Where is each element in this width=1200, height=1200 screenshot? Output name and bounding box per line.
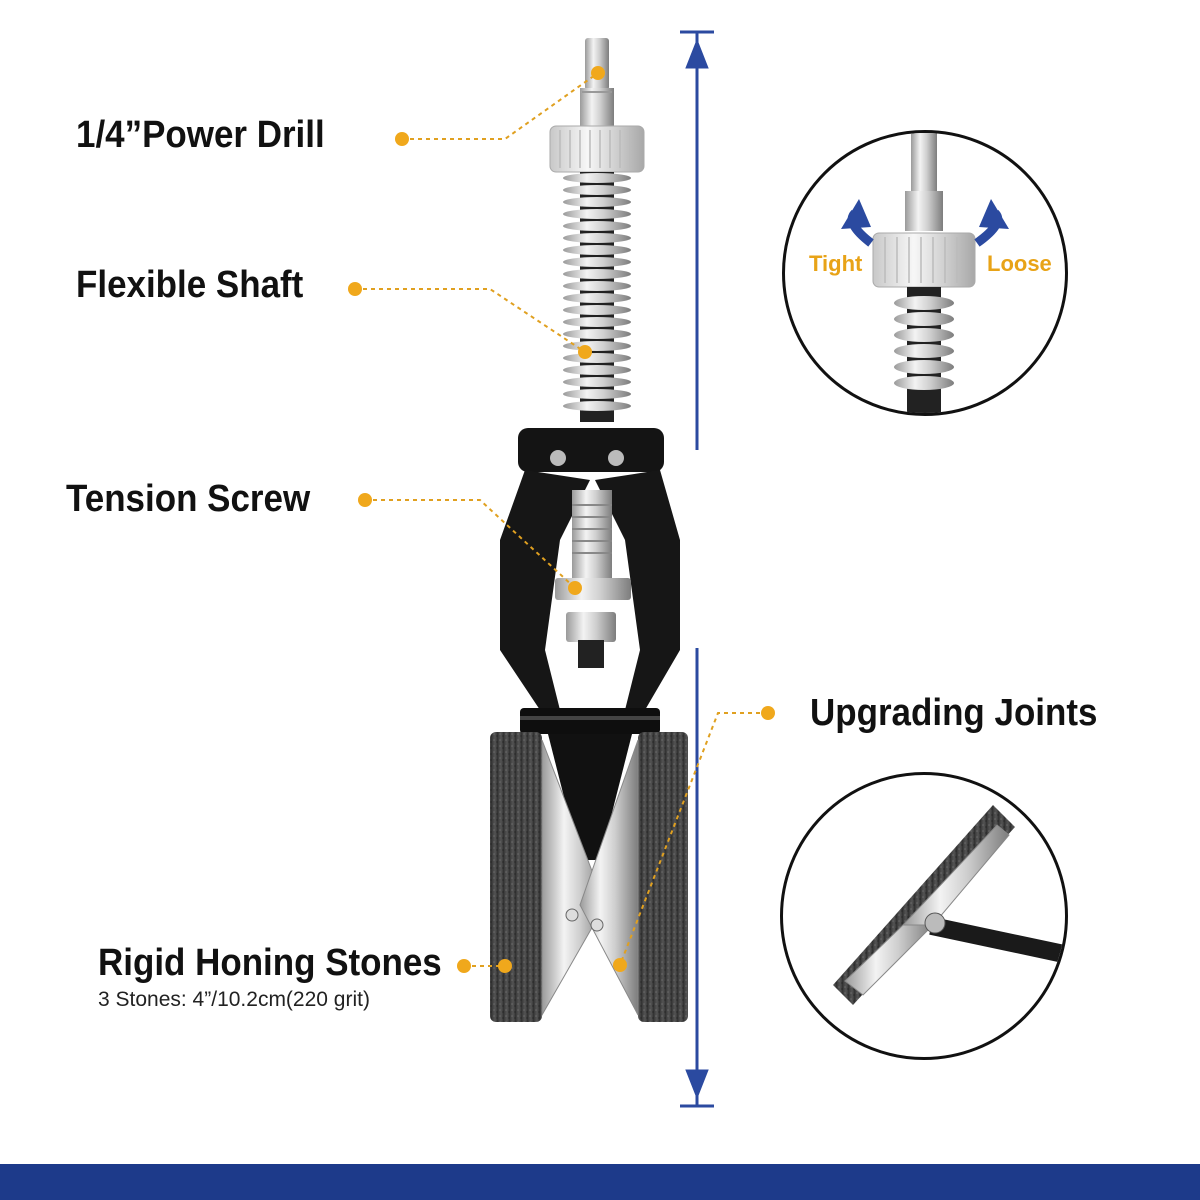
knob-detail-illustration bbox=[841, 133, 1009, 413]
spring-coil bbox=[563, 197, 631, 207]
spring-coil bbox=[563, 353, 631, 363]
spring-coil bbox=[563, 281, 631, 291]
tool-head bbox=[500, 428, 680, 734]
spring-coil bbox=[563, 173, 631, 183]
spring-coil bbox=[563, 245, 631, 255]
label-power-drill: 1/4”Power Drill bbox=[76, 114, 325, 156]
joint-detail-circle bbox=[780, 772, 1068, 1060]
knob-detail-circle: Tight Loose bbox=[782, 130, 1068, 416]
spring-coil bbox=[563, 317, 631, 327]
height-arrow bbox=[680, 30, 714, 1108]
spring-coil bbox=[563, 341, 631, 351]
tight-label: Tight bbox=[809, 251, 863, 276]
spring-coil bbox=[563, 269, 631, 279]
spring-coil bbox=[563, 377, 631, 387]
spring-coil bbox=[563, 209, 631, 219]
spring-coil bbox=[563, 221, 631, 231]
label-honing-stones-spec: 3 Stones: 4”/10.2cm(220 grit) bbox=[98, 988, 370, 1011]
joint-detail-illustration bbox=[833, 805, 1065, 1005]
label-honing-stones: Rigid Honing Stones bbox=[98, 942, 442, 984]
spring-coil bbox=[563, 389, 631, 399]
tension-knob bbox=[549, 125, 645, 173]
spring-coil bbox=[563, 293, 631, 303]
label-upgrading-joints: Upgrading Joints bbox=[810, 692, 1098, 734]
spring-shaft bbox=[563, 172, 631, 422]
callout-dots bbox=[348, 66, 775, 973]
spring-coil bbox=[563, 329, 631, 339]
loose-label: Loose bbox=[987, 251, 1052, 276]
spring-coil bbox=[563, 233, 631, 243]
honing-stones bbox=[490, 732, 688, 1022]
spring-coil bbox=[563, 401, 631, 411]
label-tension-screw: Tension Screw bbox=[66, 478, 311, 520]
spring-coil bbox=[563, 257, 631, 267]
label-flexible-shaft: Flexible Shaft bbox=[76, 264, 304, 306]
spring-coil bbox=[563, 185, 631, 195]
spring-coil bbox=[563, 305, 631, 315]
spring-coil bbox=[563, 365, 631, 375]
brand-footer-bar bbox=[0, 1164, 1200, 1200]
